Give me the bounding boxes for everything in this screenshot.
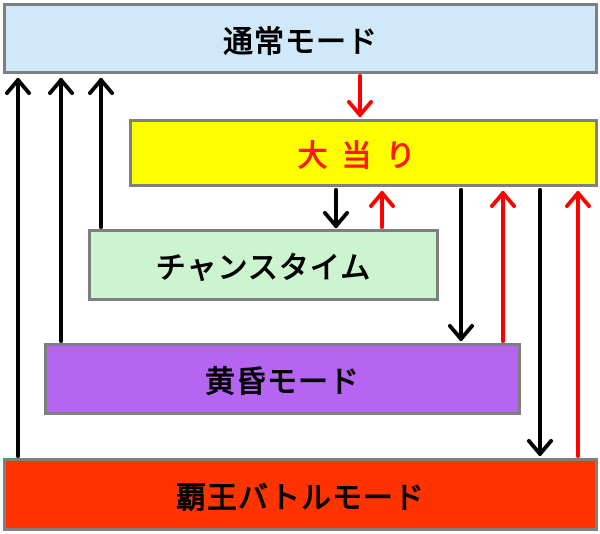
arrow-battle-to-normal	[5, 78, 31, 458]
node-dusk-mode-label: 黄昏モード	[205, 365, 360, 400]
node-dusk-mode: 黄昏モード	[44, 343, 521, 415]
arrow-jackpot-to-chance	[323, 188, 349, 228]
arrow-dusk-to-jackpot	[490, 191, 516, 343]
arrow-jackpot-to-dusk	[448, 188, 474, 341]
node-chance-time-label: チャンスタイム	[155, 251, 372, 286]
arrow-battle-to-jackpot	[565, 191, 591, 458]
node-jackpot: 大当り	[129, 119, 598, 187]
node-battle-mode: 覇王バトルモード	[3, 458, 598, 531]
node-normal-mode-label: 通常モード	[223, 24, 378, 60]
node-jackpot-label: 大当り	[297, 139, 430, 174]
arrow-jackpot-to-battle	[527, 188, 553, 456]
arrow-dusk-to-normal	[48, 78, 74, 343]
arrow-chance-to-normal	[88, 78, 114, 229]
node-chance-time: チャンスタイム	[88, 229, 439, 301]
node-battle-mode-label: 覇王バトルモード	[176, 480, 425, 516]
arrow-chance-to-jackpot	[369, 191, 395, 229]
arrow-normal-to-jackpot	[347, 74, 373, 117]
node-normal-mode: 通常モード	[3, 3, 598, 74]
